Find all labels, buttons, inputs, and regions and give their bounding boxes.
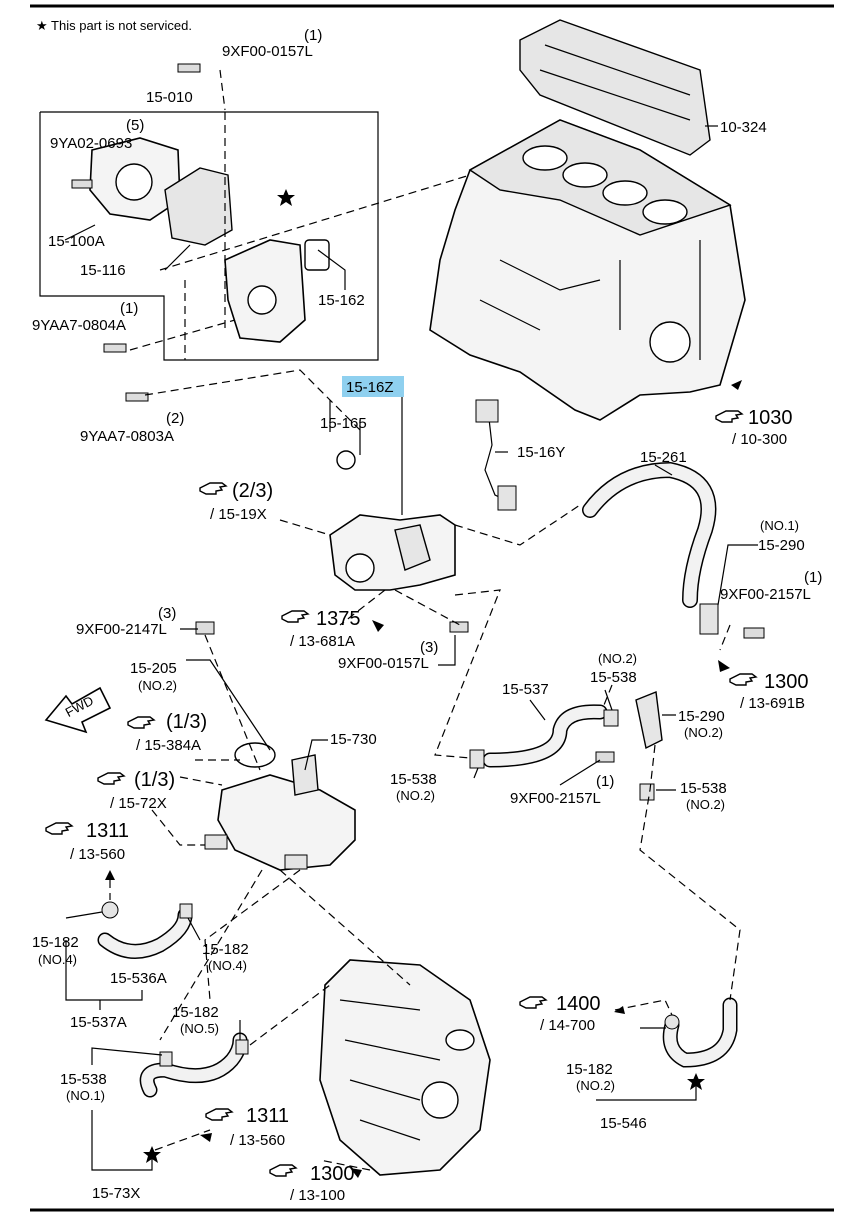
label: 15-116 [80, 262, 126, 279]
label: 15-182 [566, 1061, 613, 1078]
label: (NO.2) [576, 1078, 615, 1093]
hose-15-537 [469, 704, 655, 801]
label: (1) [120, 300, 138, 317]
label: 15-182 [202, 941, 249, 958]
label: / 15-72X [110, 795, 167, 812]
label: 15-010 [146, 89, 193, 106]
star-icon: ★ [36, 18, 48, 33]
legend: ★ This part is not serviced. [36, 18, 192, 34]
label: 1300 [310, 1163, 355, 1185]
part-10-324 [519, 19, 711, 156]
water-outlet-assembly [204, 742, 356, 871]
label: 15-538 [590, 669, 637, 686]
label: (1/3) [166, 711, 207, 733]
label: 10-324 [720, 119, 767, 136]
label: 15-536A [110, 970, 167, 987]
label: 15-290 [758, 537, 805, 554]
part-labels: (1) 9XF00-0157L 15-010 (5) 9YA02-0693 15… [32, 27, 822, 1204]
label: / 10-300 [732, 431, 787, 448]
label: (1) [596, 773, 614, 790]
label: (NO.2) [686, 797, 725, 812]
intake-manifold [319, 959, 491, 1176]
label: 9XF00-2157L [510, 790, 601, 807]
label: 1030 [748, 407, 793, 429]
label: 15-16Z [346, 379, 394, 396]
label: (NO.4) [38, 952, 77, 967]
label: / 13-681A [290, 633, 355, 650]
sensor-harness [475, 399, 517, 511]
label: / 13-100 [290, 1187, 345, 1204]
bolt-icon [71, 63, 765, 763]
label: / 15-19X [210, 506, 267, 523]
label: 15-537 [502, 681, 549, 698]
label: 15-538 [390, 771, 437, 788]
label: 9YAA7-0803A [80, 428, 174, 445]
label: 15-538 [60, 1071, 107, 1088]
label: / 13-691B [740, 695, 805, 712]
label: / 13-560 [230, 1132, 285, 1149]
label: 9XF00-2157L [720, 586, 811, 603]
label: 15-182 [32, 934, 79, 951]
label: 9XF00-0157L [338, 655, 429, 672]
label: (NO.5) [180, 1021, 219, 1036]
label: (3) [420, 639, 438, 656]
label: (1/3) [134, 769, 175, 791]
label: 15-261 [640, 449, 687, 466]
label: (NO.2) [598, 651, 637, 666]
label: 15-100A [48, 233, 105, 250]
water-pump-box [39, 111, 379, 361]
label: (1) [804, 569, 822, 586]
cylinder-block [429, 119, 746, 421]
label: 15-182 [172, 1004, 219, 1021]
label: (NO.2) [684, 725, 723, 740]
label: / 14-700 [540, 1017, 595, 1034]
label: 1400 [556, 993, 601, 1015]
clamp-15-290 [635, 603, 719, 750]
label: 15-73X [92, 1185, 140, 1202]
label: / 13-560 [70, 846, 125, 863]
thermostat-housing [329, 450, 456, 591]
label: 15-16Y [517, 444, 565, 461]
label: (NO.1) [760, 518, 799, 533]
label: (NO.2) [138, 678, 177, 693]
label: (2/3) [232, 480, 273, 502]
label: (NO.2) [396, 788, 435, 803]
label: 9XF00-2147L [76, 621, 167, 638]
hose-15-73X [139, 1032, 249, 1098]
fwd-arrow-icon [44, 686, 112, 734]
hose-15-261 [582, 461, 717, 608]
highlight-box [342, 376, 404, 397]
label: 15-730 [330, 731, 377, 748]
label: (5) [126, 117, 144, 134]
leader-lines [109, 69, 741, 1171]
label: 15-205 [130, 660, 177, 677]
legend-text: This part is not serviced. [51, 18, 192, 33]
label: 1300 [764, 671, 809, 693]
label: 15-162 [318, 292, 365, 309]
label: (NO.4) [208, 958, 247, 973]
arrow-icon [105, 380, 742, 1178]
label: 15-538 [680, 780, 727, 797]
label: (3) [158, 605, 176, 622]
label: 9XF00-0157L [222, 43, 313, 60]
label: 15-546 [600, 1115, 647, 1132]
label: (NO.1) [66, 1088, 105, 1103]
label: 15-165 [320, 415, 367, 432]
hose-15-546 [662, 997, 738, 1068]
label: 9YAA7-0804A [32, 317, 126, 334]
label: 1375 [316, 608, 361, 630]
label: 15-290 [678, 708, 725, 725]
label: 15-537A [70, 1014, 127, 1031]
label: (1) [304, 27, 322, 44]
hose-15-536A [97, 901, 193, 959]
label: (2) [166, 410, 184, 427]
label: 1311 [246, 1105, 289, 1127]
label: 1311 [86, 820, 129, 842]
label: / 15-384A [136, 737, 201, 754]
label-leaders [64, 224, 758, 1171]
label: 9YA02-0693 [50, 135, 132, 152]
